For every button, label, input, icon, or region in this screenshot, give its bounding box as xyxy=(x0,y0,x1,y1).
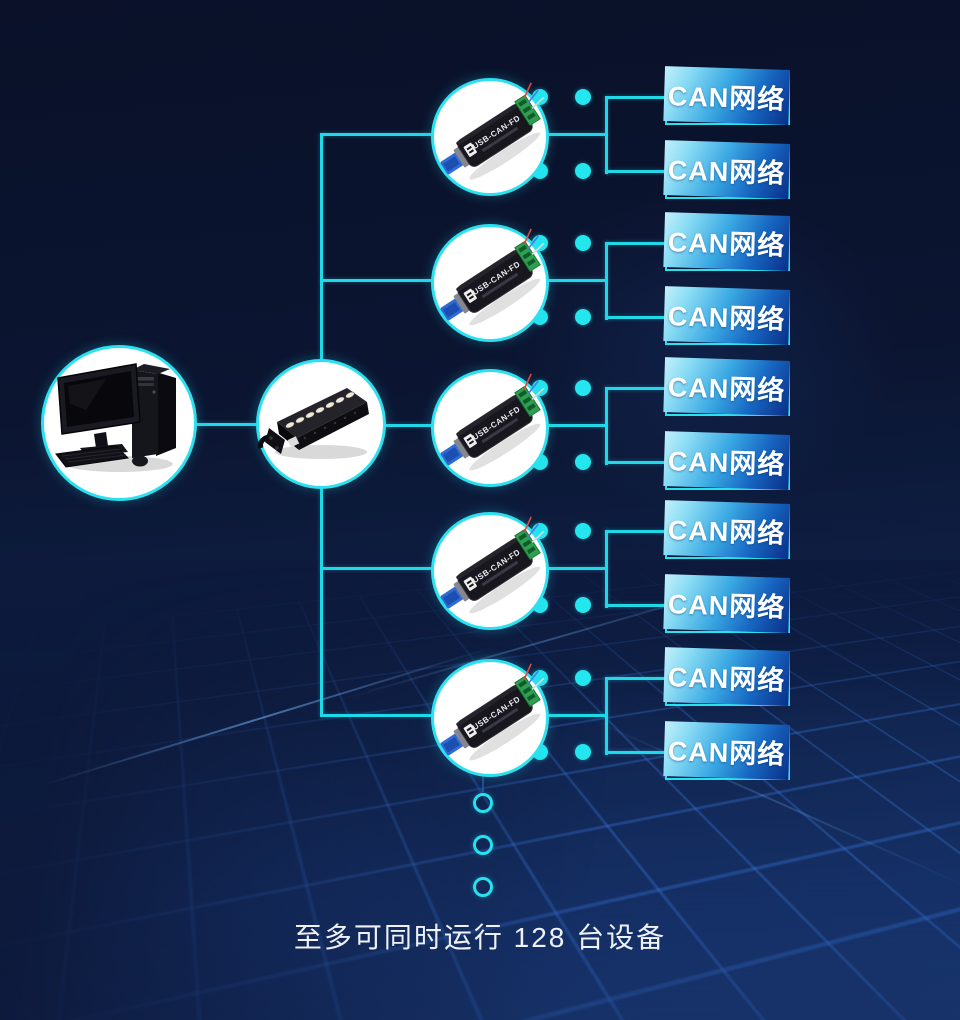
adapter-row: USB-CAN-FD xyxy=(321,350,921,500)
adapter-to-bracket-line xyxy=(543,713,607,717)
can-network-box: CAN网络 xyxy=(663,646,790,706)
bracket-vertical-line xyxy=(605,241,608,320)
trunk-branch-line xyxy=(321,713,433,717)
can-network-box: CAN网络 xyxy=(663,211,790,271)
box-gradient-fill: CAN网络 xyxy=(663,646,790,706)
can-network-box: CAN网络 xyxy=(663,430,790,490)
desktop-computer-icon xyxy=(55,363,176,472)
bracket-to-box-line xyxy=(605,95,665,99)
usb-can-fd-adapter-node: USB-CAN-FD xyxy=(431,78,549,196)
bracket-to-box-line xyxy=(605,676,665,680)
usb-can-fd-adapter-icon: USB-CAN-FD xyxy=(440,228,545,326)
adapter-row: USB-CAN-FD xyxy=(321,493,921,643)
cyan-dot xyxy=(575,597,591,613)
usb-hub-icon xyxy=(258,388,369,459)
cyan-dot xyxy=(575,670,591,686)
box-gradient-fill: CAN网络 xyxy=(663,573,790,633)
bracket-to-box-line xyxy=(605,241,665,245)
cyan-dot xyxy=(575,454,591,470)
can-network-box: CAN网络 xyxy=(663,573,790,633)
can-network-label: CAN网络 xyxy=(667,514,786,549)
usb-can-fd-adapter-icon: USB-CAN-FD xyxy=(440,516,545,614)
box-gradient-fill: CAN网络 xyxy=(663,139,790,199)
box-gradient-fill: CAN网络 xyxy=(663,65,790,125)
can-network-box: CAN网络 xyxy=(663,285,790,345)
cyan-dot xyxy=(575,309,591,325)
adapter-row: USB-CAN-FD xyxy=(321,640,921,790)
cyan-dot xyxy=(575,380,591,396)
trunk-branch-line xyxy=(321,566,433,570)
can-network-label: CAN网络 xyxy=(667,661,786,696)
adapter-to-bracket-line xyxy=(543,278,607,282)
box-gradient-fill: CAN网络 xyxy=(663,211,790,271)
ellipsis-ring xyxy=(473,793,493,813)
can-network-label: CAN网络 xyxy=(667,371,786,406)
can-network-label: CAN网络 xyxy=(667,445,786,480)
bracket-to-box-line xyxy=(605,460,665,464)
box-gradient-fill: CAN网络 xyxy=(663,499,790,559)
usb-can-fd-adapter-icon: USB-CAN-FD xyxy=(440,373,545,471)
adapter-row: USB-CAN-FD xyxy=(321,59,921,209)
box-gradient-fill: CAN网络 xyxy=(663,285,790,345)
caption-text: 至多可同时运行 128 台设备 xyxy=(293,922,667,953)
adapter-to-bracket-line xyxy=(543,423,607,427)
can-network-box: CAN网络 xyxy=(663,65,790,125)
can-network-box: CAN网络 xyxy=(663,499,790,559)
box-gradient-fill: CAN网络 xyxy=(663,356,790,416)
cyan-dot xyxy=(575,89,591,105)
bracket-vertical-line xyxy=(605,529,608,608)
usb-can-fd-adapter-node: USB-CAN-FD xyxy=(431,659,549,777)
bracket-to-box-line xyxy=(605,169,665,173)
usb-can-fd-adapter-node: USB-CAN-FD xyxy=(431,224,549,342)
bracket-vertical-line xyxy=(605,386,608,465)
ellipsis-ring xyxy=(473,835,493,855)
computer-to-hub-line xyxy=(180,423,260,426)
bracket-to-box-line xyxy=(605,386,665,390)
can-network-label: CAN网络 xyxy=(667,588,786,623)
desktop-computer-node xyxy=(41,345,197,501)
adapter-row: USB-CAN-FD xyxy=(321,205,921,355)
can-network-label: CAN网络 xyxy=(667,154,786,189)
bracket-to-box-line xyxy=(605,603,665,607)
usb-can-fd-adapter-icon: USB-CAN-FD xyxy=(440,82,545,180)
box-gradient-fill: CAN网络 xyxy=(663,430,790,490)
cyan-dot xyxy=(575,523,591,539)
cyan-dot xyxy=(575,744,591,760)
trunk-branch-line xyxy=(321,278,433,282)
bracket-vertical-line xyxy=(605,95,608,174)
adapter-to-bracket-line xyxy=(543,132,607,136)
cyan-dot xyxy=(575,235,591,251)
can-network-label: CAN网络 xyxy=(667,735,786,770)
can-network-box: CAN网络 xyxy=(663,356,790,416)
bracket-to-box-line xyxy=(605,750,665,754)
can-network-label: CAN网络 xyxy=(667,300,786,335)
usb-hub-node xyxy=(256,359,386,489)
ellipsis-ring xyxy=(473,877,493,897)
can-network-box: CAN网络 xyxy=(663,139,790,199)
box-gradient-fill: CAN网络 xyxy=(663,720,790,780)
usb-can-fd-adapter-node: USB-CAN-FD xyxy=(431,512,549,630)
trunk-branch-line xyxy=(321,132,433,136)
can-network-box: CAN网络 xyxy=(663,720,790,780)
adapter-to-bracket-line xyxy=(543,566,607,570)
cyan-dot xyxy=(575,163,591,179)
bracket-vertical-line xyxy=(605,676,608,755)
can-network-label: CAN网络 xyxy=(667,226,786,261)
can-network-label: CAN网络 xyxy=(667,80,786,115)
bracket-to-box-line xyxy=(605,315,665,319)
bracket-to-box-line xyxy=(605,529,665,533)
usb-can-fd-adapter-node: USB-CAN-FD xyxy=(431,369,549,487)
continuation-line xyxy=(482,772,484,792)
usb-can-fd-adapter-icon: USB-CAN-FD xyxy=(440,663,545,761)
